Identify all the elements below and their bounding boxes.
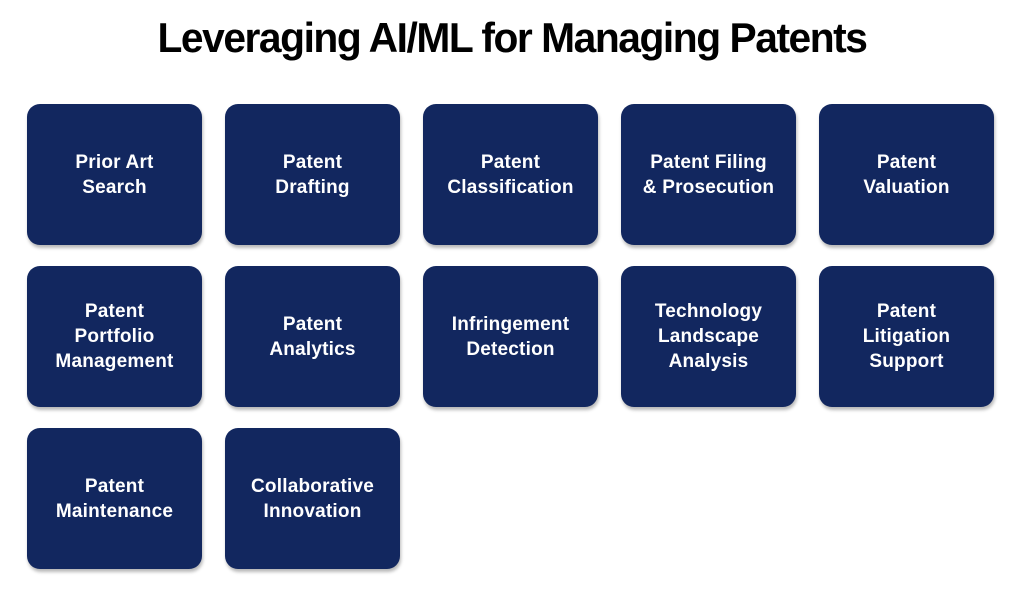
card-label: Prior Art Search [75,151,154,198]
card-label: Patent Valuation [863,151,950,198]
card-collaborative-innovation: Collaborative Innovation [225,428,400,570]
page-title: Leveraging AI/ML for Managing Patents [157,14,867,61]
card-patent-maintenance: Patent Maintenance [27,428,202,570]
card-patent-valuation: Patent Valuation [819,104,994,246]
card-patent-drafting: Patent Drafting [225,104,400,246]
card-patent-litigation-support: Patent Litigation Support [819,266,994,408]
card-label: Patent Maintenance [55,475,174,522]
card-patent-filing-prosecution: Patent Filing & Prosecution [621,104,796,246]
card-label: Collaborative Innovation [251,475,374,522]
card-label: Patent Litigation Support [862,301,951,373]
card-label: Patent Drafting [275,151,350,198]
card-technology-landscape-analysis: Technology Landscape Analysis [621,266,796,408]
card-label: Patent Classification [447,151,574,198]
card-infringement-detection: Infringement Detection [423,266,598,408]
card-label: Infringement Detection [451,313,570,360]
card-label: Technology Landscape Analysis [654,301,763,373]
card-patent-classification: Patent Classification [423,104,598,246]
card-patent-analytics: Patent Analytics [225,266,400,408]
card-label: Patent Analytics [269,313,356,360]
feature-card-grid: Prior Art Search Patent Drafting Patent … [0,104,1024,570]
card-label: Patent Portfolio Management [55,301,174,373]
card-patent-portfolio-management: Patent Portfolio Management [27,266,202,408]
card-prior-art-search: Prior Art Search [27,104,202,246]
card-label: Patent Filing & Prosecution [642,151,775,198]
